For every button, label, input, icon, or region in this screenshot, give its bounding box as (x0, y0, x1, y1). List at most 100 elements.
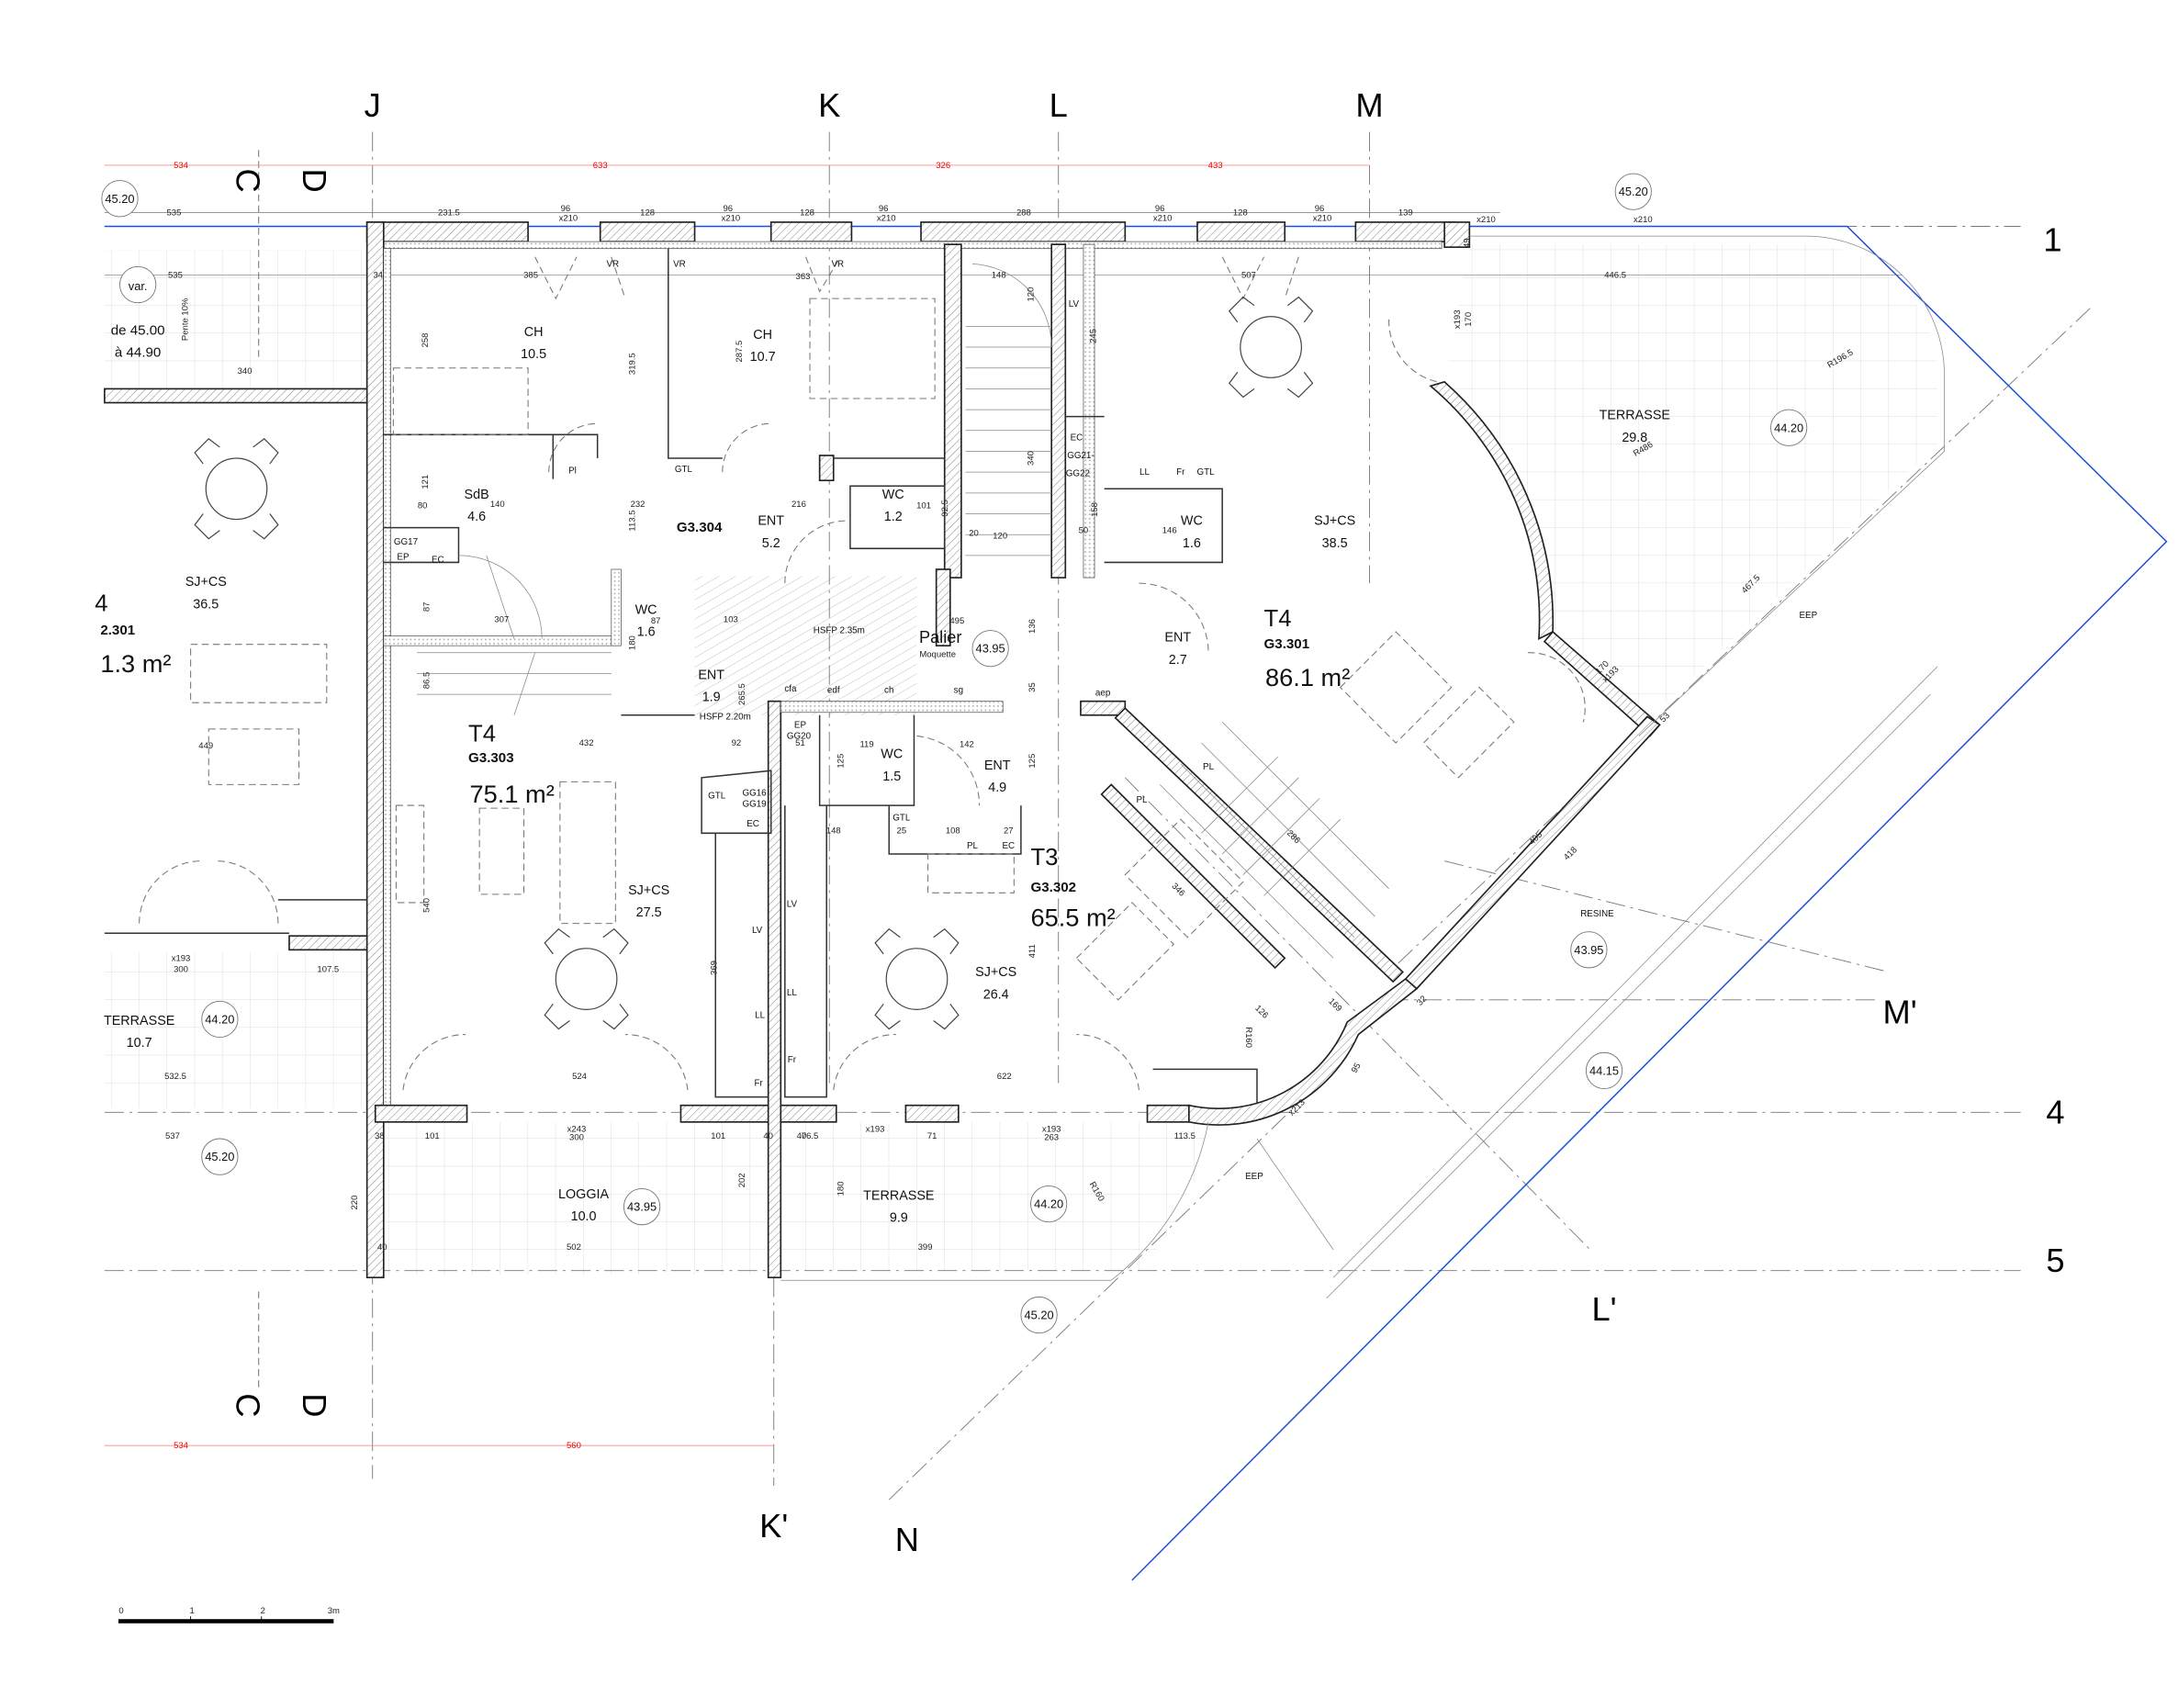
red-dimension-lines (104, 164, 1370, 1446)
equipment-label: GG16 (742, 788, 767, 798)
dimension-label: 232 (631, 500, 646, 510)
equipment-label: LL (755, 1010, 765, 1020)
unit-area: 86.1 m² (1265, 663, 1350, 691)
room-area: 1.6 (1183, 536, 1201, 551)
unit-area: 1.3 m² (100, 649, 171, 678)
dimension-label: x193 (172, 953, 191, 963)
terrace-left-floor (104, 952, 369, 1108)
dimension-label: x210 (1476, 215, 1496, 225)
dimension-label: x210 (722, 213, 741, 223)
equipment-label: Fr (788, 1055, 797, 1065)
equipment-label: ch (884, 686, 893, 696)
dimension-label: 76.5 (802, 1131, 819, 1141)
dimension-label: 96 (561, 204, 571, 214)
grid-axis-label: M (1355, 86, 1383, 124)
dimension-label: 180 (836, 1181, 846, 1196)
dimension-label: 540 (422, 898, 432, 913)
room-area: 10.0 (571, 1209, 597, 1224)
dimension-label: 51 (795, 738, 805, 748)
dimension-label: 146 (1162, 526, 1177, 536)
equipment-label: GG17 (394, 537, 418, 547)
dimension-label: 101 (916, 500, 931, 511)
dimension-label: 340 (1027, 451, 1037, 466)
grid-axis-label: K' (759, 1507, 788, 1545)
room-name: ENT (698, 668, 724, 682)
dimension-label: 96 (879, 204, 889, 214)
dimension-label: 170 (1464, 312, 1474, 327)
dimension-label: 107.5 (317, 965, 339, 975)
dimension-label: 101 (425, 1131, 440, 1141)
level-marker: 45.20 (205, 1150, 234, 1163)
room-name: WC (881, 747, 903, 762)
annotation: HSFP 2.35m (814, 626, 865, 636)
dimension-label: 92.5 (940, 500, 950, 517)
room-name: LOGGIA (558, 1187, 609, 1202)
section-mark: C (230, 1393, 267, 1417)
dimension-label: 87 (651, 616, 661, 626)
dimension-label: 128 (800, 208, 814, 218)
red-dimension: 633 (593, 161, 608, 171)
dimension-label: 80 (418, 500, 428, 511)
furniture (190, 297, 1515, 1030)
equipment-label: EC (432, 555, 444, 565)
terrace-bottom-floor (780, 1121, 1209, 1271)
dimension-label: x210 (1313, 213, 1332, 223)
room-name: CH (753, 328, 772, 343)
room-area: 10.7 (750, 350, 776, 365)
equipment-label: edf (827, 686, 840, 696)
dimension-label: 20 (969, 529, 979, 539)
equipment-label: GG20 (787, 731, 812, 741)
dimension-label: 307 (494, 614, 509, 624)
equipment-label: PL (1203, 762, 1215, 772)
dimension-label: 288 (1016, 208, 1031, 218)
equipment-label: sg (954, 686, 963, 696)
room-name: ENT (1164, 631, 1191, 646)
equipment-label: GTL (675, 465, 693, 475)
equipment-label: Fr (754, 1079, 763, 1089)
equipment-label: GG19 (742, 800, 766, 810)
room-name: TERRASSE (1600, 409, 1670, 423)
unit-area: 75.1 m² (470, 780, 555, 808)
annotation: HSFP 2.20m (700, 712, 751, 722)
room-area: 2.7 (1169, 653, 1187, 668)
dimension-label: 537 (165, 1131, 180, 1141)
terrace-outline (1256, 235, 1945, 1299)
equipment-label: GTL (708, 792, 726, 802)
dimension-label: 340 (238, 366, 253, 376)
equipment-label: LL (1140, 467, 1150, 478)
equipment-label: LL (787, 988, 797, 998)
red-dimension: 326 (936, 161, 950, 171)
grid-axis-label: 1 (2043, 221, 2061, 259)
dimension-label: 369 (710, 961, 720, 975)
dimension-label: 258 (421, 333, 431, 348)
equipment-label: LV (752, 926, 763, 936)
dimension-label: 71 (927, 1131, 937, 1141)
level-marker: var. (129, 279, 148, 293)
room-area: 4.6 (467, 510, 486, 524)
dimension-label: 385 (523, 270, 538, 280)
dimension-label: 449 (198, 741, 213, 751)
equipment-label: aep (1095, 689, 1111, 699)
section-mark: D (296, 168, 333, 192)
stair-core (417, 263, 1389, 959)
walls (104, 221, 1661, 1279)
level-marker: 44.20 (1774, 421, 1803, 434)
room-area: 29.8 (1622, 431, 1647, 445)
level-marker: 44.20 (205, 1012, 234, 1026)
section-mark: D (296, 1393, 333, 1417)
dimension-label: 180 (628, 635, 638, 650)
dimension-label: 446.5 (1604, 270, 1626, 280)
slope-from: de 45.00 (111, 322, 165, 338)
dimension-label: 169 (1326, 996, 1343, 1014)
room-name: SJ+CS (185, 575, 227, 590)
dimension-label: 140 (490, 500, 505, 510)
scale-bar: 0 1 2 3m (118, 1606, 340, 1624)
dimension-label: 535 (167, 208, 182, 218)
equipment-label: PL (1136, 795, 1148, 805)
room-area: 1.9 (702, 691, 721, 705)
equipment-label: Fr (1176, 467, 1185, 478)
dimension-label: 399 (918, 1242, 933, 1253)
room-name: ENT (984, 758, 1011, 773)
room-area: 36.5 (193, 597, 219, 612)
room-name: WC (882, 488, 904, 502)
